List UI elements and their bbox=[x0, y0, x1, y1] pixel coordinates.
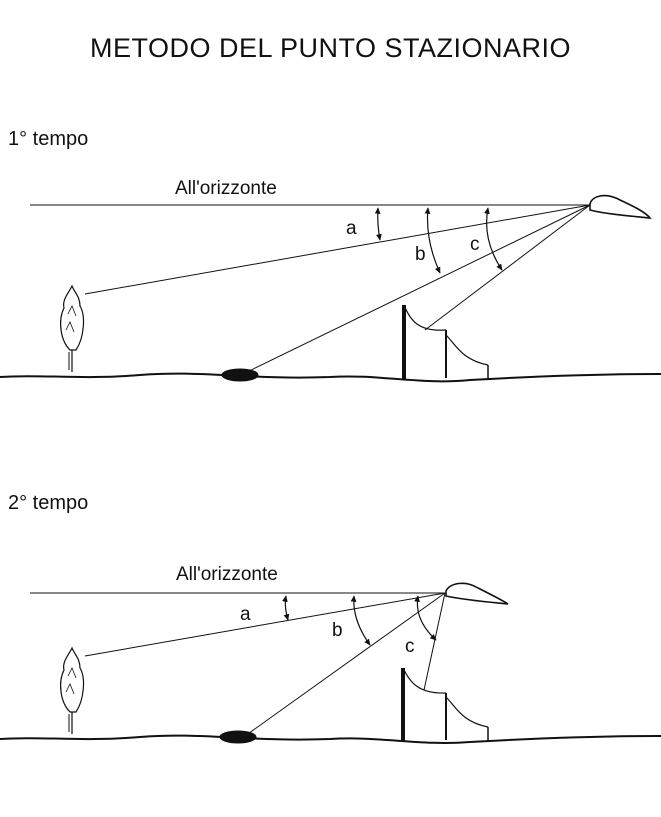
horizon-label-2: All'orizzonte bbox=[176, 564, 278, 585]
sight-line-building-1 bbox=[424, 204, 591, 331]
angle-label-b-1: b bbox=[415, 244, 426, 265]
angle-label-b-2: b bbox=[332, 620, 343, 641]
glider-icon bbox=[589, 194, 652, 219]
horizon-label-1: All'orizzonte bbox=[175, 178, 277, 199]
building-icon bbox=[402, 304, 489, 380]
angle-arc-c-1 bbox=[484, 207, 503, 271]
tree-icon bbox=[60, 646, 85, 734]
ground-target-icon bbox=[221, 368, 259, 382]
angle-arc-c-2 bbox=[414, 595, 437, 641]
sight-line-tree-2 bbox=[84, 592, 446, 657]
angle-arc-a-1 bbox=[374, 207, 382, 241]
angle-arc-b-1 bbox=[424, 207, 441, 274]
phase-1-label: 1° tempo bbox=[8, 128, 89, 150]
ground-1 bbox=[0, 372, 661, 383]
sight-line-object-1 bbox=[244, 204, 591, 374]
glider-icon bbox=[445, 582, 509, 605]
building-icon bbox=[401, 667, 489, 742]
sight-line-object-2 bbox=[244, 592, 446, 737]
angle-arc-a-2 bbox=[282, 595, 290, 621]
phase-1-diagram: All'orizzonte a b c bbox=[0, 178, 661, 383]
angle-label-c-1: c bbox=[470, 234, 480, 255]
page-title: METODO DEL PUNTO STAZIONARIO bbox=[89, 33, 572, 63]
angle-arc-b-2 bbox=[350, 595, 371, 646]
tree-icon bbox=[60, 284, 85, 372]
angle-label-a-1: a bbox=[346, 218, 357, 239]
sight-line-building-2 bbox=[423, 592, 446, 691]
angle-label-a-2: a bbox=[240, 604, 251, 625]
phase-2-label: 2° tempo bbox=[8, 492, 89, 514]
ground-2 bbox=[0, 734, 661, 744]
sight-line-tree-1 bbox=[84, 204, 591, 295]
angle-label-c-2: c bbox=[405, 636, 415, 657]
ground-target-icon bbox=[219, 730, 257, 744]
phase-2-diagram: All'orizzonte a b c bbox=[0, 564, 661, 744]
